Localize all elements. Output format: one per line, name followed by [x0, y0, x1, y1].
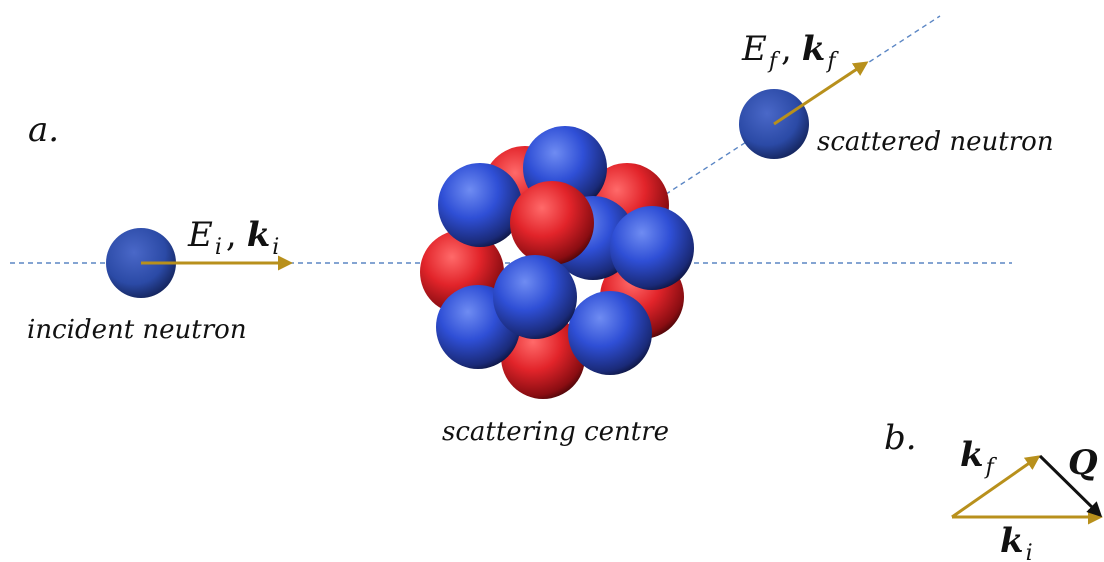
incident-neutron-caption: incident neutron — [27, 315, 247, 345]
nucleon-neutron — [568, 291, 652, 375]
scattering-centre-caption: scattering centre — [442, 417, 669, 447]
wavevector-triangle — [951, 454, 1103, 525]
scattering-centre-nucleus — [420, 126, 694, 399]
incident-neutron — [106, 228, 293, 298]
q-vector-arrow — [1038, 454, 1103, 518]
panel-a-label: a. — [28, 110, 59, 150]
scattered-energy-label: Ef,kf — [741, 29, 839, 74]
scattered-neutron — [739, 61, 869, 159]
scattered-neutron-caption: scattered neutron — [817, 127, 1054, 157]
nucleon-neutron — [493, 255, 577, 339]
panel-b-label: b. — [884, 418, 917, 458]
nucleon-neutron — [438, 163, 522, 247]
nucleon-neutron — [610, 206, 694, 290]
kf-vector-label: kf — [960, 435, 998, 480]
ki-vector-label: ki — [1000, 521, 1033, 562]
scattered-wavevector-arrow — [773, 61, 869, 126]
nucleon-proton — [510, 181, 594, 265]
incident-energy-label: Ei,ki — [187, 215, 279, 260]
q-vector-label: Q — [1068, 443, 1098, 483]
kf-vector-arrow — [951, 455, 1041, 519]
